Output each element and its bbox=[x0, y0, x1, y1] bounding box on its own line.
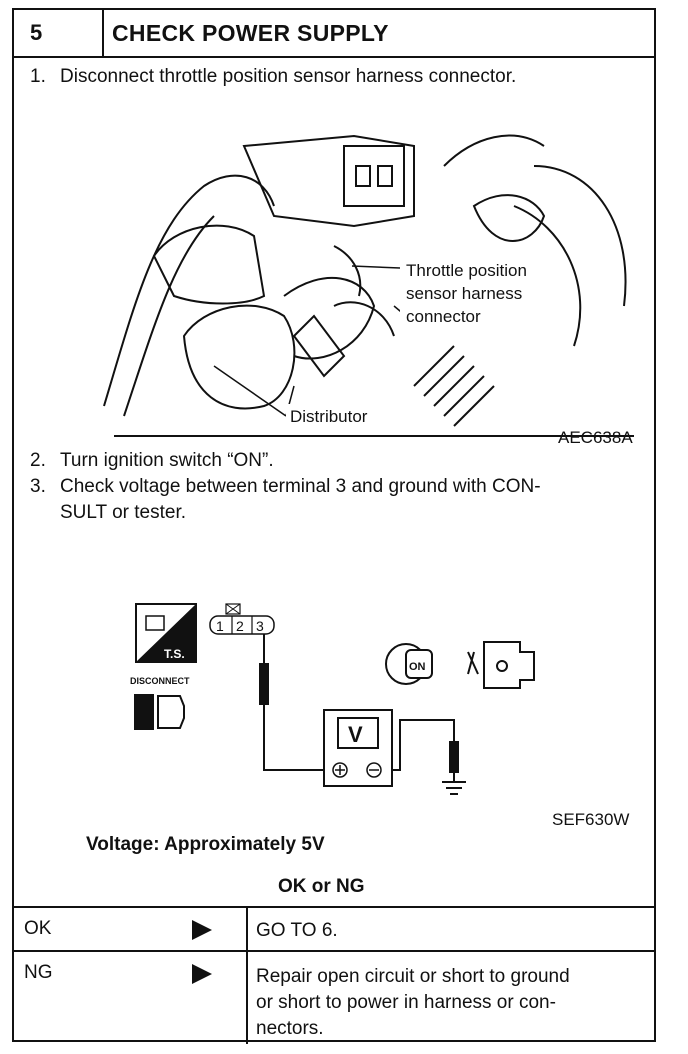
step-3-continuation: SULT or tester. bbox=[60, 502, 187, 523]
on-label: ON bbox=[409, 661, 426, 673]
disconnect-connector-icon bbox=[134, 694, 185, 730]
terminal-1: 1 bbox=[216, 618, 224, 634]
result-divider bbox=[246, 908, 248, 952]
step-3-number: 3. bbox=[30, 476, 46, 497]
meter-label: V bbox=[348, 722, 363, 747]
voltage-spec: Voltage: Approximately 5V bbox=[86, 834, 325, 855]
tps-label-line1: Throttle position bbox=[406, 261, 527, 280]
engine-illustration: Throttle position sensor harness connect… bbox=[103, 134, 634, 437]
result-ng-action-line2: or short to power in harness or con- bbox=[256, 992, 556, 1013]
step-1-text: Disconnect throttle position sensor harn… bbox=[60, 66, 517, 87]
result-ng-key: NG bbox=[24, 962, 53, 983]
voltmeter: V bbox=[323, 709, 393, 787]
procedure-box: 5 CHECK POWER SUPPLY 1. Disconnect thrott… bbox=[12, 8, 656, 1044]
result-row-ok: OK GO TO 6. bbox=[14, 906, 654, 952]
step-3: 3. Check voltage between terminal 3 and g… bbox=[30, 474, 541, 500]
step-3-text: Check voltage between terminal 3 and gro… bbox=[60, 476, 541, 497]
engine-icon bbox=[467, 641, 535, 689]
step-2-text: Turn ignition switch “ON”. bbox=[60, 450, 274, 471]
ignition-key-icon: ON bbox=[385, 643, 433, 685]
step-1-number: 1. bbox=[30, 66, 46, 87]
tps-label-line3: connector bbox=[406, 307, 481, 326]
result-row-ng: NG Repair open circuit or short to groun… bbox=[14, 950, 654, 1044]
result-ng-action-line3: nectors. bbox=[256, 1018, 324, 1039]
step-2: 2. Turn ignition switch “ON”. bbox=[30, 448, 274, 474]
step-header: 5 CHECK POWER SUPPLY bbox=[14, 10, 654, 58]
distributor-label: Distributor bbox=[290, 407, 368, 426]
arrow-right-icon bbox=[192, 920, 212, 940]
ok-or-ng-heading: OK or NG bbox=[278, 876, 365, 897]
tps-label-line2: sensor harness bbox=[406, 284, 522, 303]
result-ng-action-line1: Repair open circuit or short to ground bbox=[256, 966, 570, 987]
terminal-2: 2 bbox=[236, 618, 244, 634]
result-ok-key: OK bbox=[24, 918, 52, 939]
step-1: 1. Disconnect throttle position sensor ha… bbox=[30, 64, 516, 90]
arrow-right-icon bbox=[192, 964, 212, 984]
voltage-check-diagram: T.S. DISCONNECT 1 2 3 bbox=[130, 603, 535, 795]
result-ok-action: GO TO 6. bbox=[256, 920, 338, 941]
step-2-number: 2. bbox=[30, 450, 46, 471]
ts-icon: T.S. bbox=[135, 603, 197, 663]
disconnect-label: DISCONNECT bbox=[130, 676, 190, 686]
figure-2-code: SEF630W bbox=[552, 810, 630, 829]
connector-terminals: 1 2 3 bbox=[209, 603, 275, 635]
step-title: CHECK POWER SUPPLY bbox=[112, 20, 389, 46]
svg-text:T.S.: T.S. bbox=[164, 647, 185, 661]
figure-1-code: AEC638A bbox=[558, 428, 633, 447]
step-number: 5 bbox=[14, 10, 104, 56]
terminal-3: 3 bbox=[256, 618, 264, 634]
result-divider bbox=[246, 952, 248, 1044]
